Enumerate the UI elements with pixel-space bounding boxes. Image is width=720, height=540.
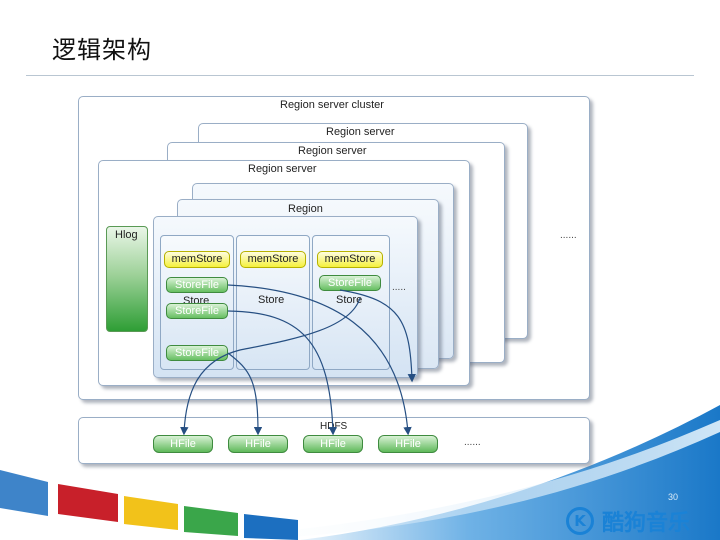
brand: K 酷狗音乐 [566, 505, 690, 537]
region-server-label-front: Region server [248, 163, 317, 175]
arrow-storefile1a-hfile4 [227, 284, 412, 436]
title-divider [26, 75, 694, 76]
region-server-label-back: Region server [326, 126, 395, 138]
storefile-3a: StoreFile [319, 275, 381, 291]
hfile-1: HFile [153, 435, 213, 453]
kugou-logo-icon: K [566, 507, 594, 535]
hdfs-label: HDFS [320, 421, 348, 432]
hlog [106, 226, 148, 332]
brand-name: 酷狗音乐 [602, 511, 691, 536]
memstore-2: memStore [240, 251, 306, 268]
hfile-ellipsis: ...... [464, 437, 481, 448]
arrow-storefile1c-hfile2 [227, 352, 263, 436]
arrow-storefile3a-hfile1 [180, 297, 361, 436]
region-label: Region [288, 203, 323, 215]
memstore-1: memStore [164, 251, 230, 268]
hfile-4: HFile [378, 435, 438, 453]
store-3-label: Store [336, 294, 363, 306]
cluster-ellipsis: ...... [560, 230, 577, 241]
store-2-label: Store [258, 294, 285, 306]
store-ellipsis: ..... [392, 282, 406, 293]
hfile-3: HFile [303, 435, 363, 453]
storefile-1c: StoreFile [166, 345, 228, 361]
arrow-storefile1b-hfile3 [227, 310, 338, 436]
hlog-label: Hlog [115, 229, 138, 241]
storefile-1b: StoreFile [166, 303, 228, 319]
color-stripes [0, 470, 298, 540]
memstore-3: memStore [317, 251, 383, 268]
page-number: 30 [668, 492, 679, 502]
arrow-storefile3a-link [339, 289, 416, 383]
slide-title: 逻辑架构 [52, 36, 152, 64]
cluster-label: Region server cluster [280, 99, 384, 111]
storefile-1a: StoreFile [166, 277, 228, 293]
region-server-label-middle: Region server [298, 145, 367, 157]
hfile-2: HFile [228, 435, 288, 453]
